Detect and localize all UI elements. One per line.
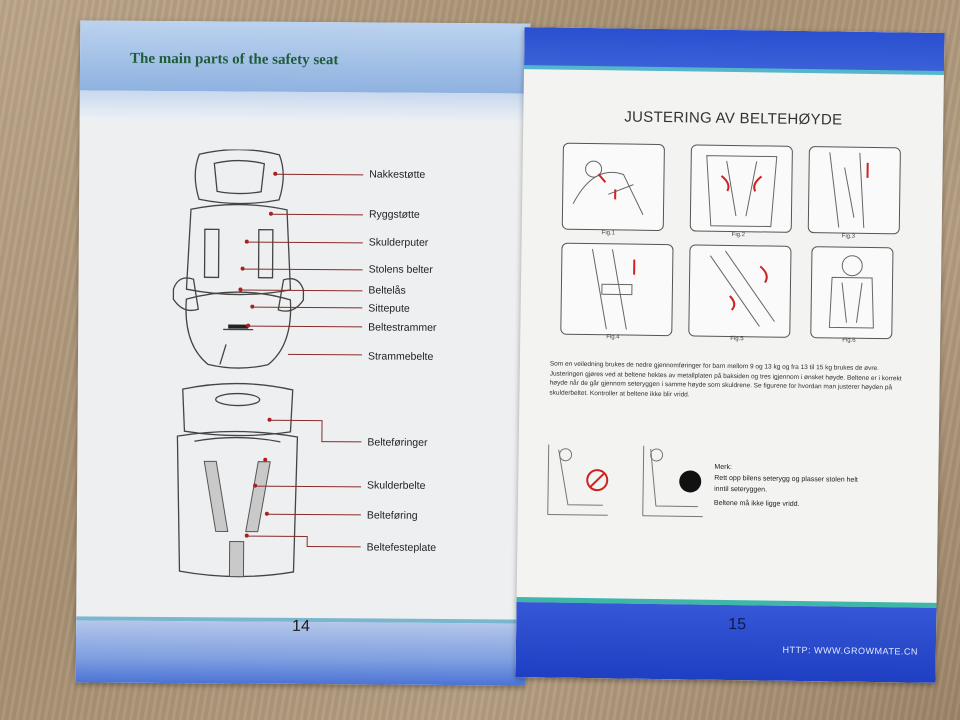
- label-ryggstotte: Ryggstøtte: [368, 208, 420, 221]
- approved-dot-icon: [679, 470, 702, 493]
- leader-line: [306, 546, 361, 548]
- leader-line: [321, 441, 362, 443]
- figure-5-caption: Fig.5: [730, 336, 744, 343]
- label-strammebelte: Strammebelte: [367, 350, 434, 363]
- label-belteforing: Belteføring: [366, 509, 418, 522]
- figure-1: [561, 142, 665, 232]
- left-page-header-title: The main parts of the safety seat: [129, 50, 339, 69]
- label-nakkestotte: Nakkestøtte: [369, 168, 426, 181]
- figure-6: [810, 246, 894, 340]
- leader-line: [321, 420, 323, 443]
- figure-3: [807, 146, 901, 235]
- note-title: Merk:: [714, 463, 732, 472]
- left-page: The main parts of the safety seat: [75, 20, 531, 686]
- note-line-2: inntil seteryggen.: [714, 485, 768, 494]
- seat-side-diagram-correct: [642, 445, 703, 518]
- left-page-number: 14: [292, 617, 310, 636]
- figure-4: [560, 242, 674, 337]
- figure-6-caption: Fig.6: [842, 337, 856, 344]
- seat-side-diagram-wrong: [547, 444, 608, 516]
- right-page: JUSTERING AV BELTEHØYDE Fig.1 Fig.2 Fig.…: [515, 27, 945, 683]
- website-url: HTTP: WWW.GROWMATE.CN: [782, 644, 918, 657]
- figure-1-caption: Fig.1: [601, 230, 616, 237]
- label-skulderputer: Skulderputer: [368, 236, 429, 249]
- figure-5: [688, 244, 792, 338]
- label-sittepute: Sittepute: [368, 302, 410, 315]
- instruction-paragraph: Som en veiledning brukes de nedre gjenno…: [549, 360, 902, 398]
- right-page-title: JUSTERING AV BELTEHØYDE: [624, 108, 843, 129]
- label-beltestrammer: Beltestrammer: [368, 321, 437, 334]
- label-skulderbelte: Skulderbelte: [367, 479, 426, 492]
- figure-2-caption: Fig.2: [731, 232, 746, 239]
- label-beltefesteplate: Beltefesteplate: [366, 541, 437, 554]
- figure-4-caption: Fig.4: [606, 334, 620, 341]
- figure-3-caption: Fig.3: [841, 233, 856, 240]
- seat-front-illustration: [172, 149, 305, 369]
- prohibited-icon: [586, 469, 609, 492]
- label-stolens-belter: Stolens belter: [368, 263, 433, 276]
- right-page-number: 15: [728, 616, 747, 634]
- marker-dot: [263, 457, 268, 462]
- figure-2: [689, 144, 793, 233]
- seat-back-illustration: [176, 382, 299, 578]
- right-page-footer-band: [515, 602, 937, 683]
- label-belteforinger: Belteføringer: [367, 436, 428, 449]
- label-beltelas: Beltelås: [368, 284, 406, 297]
- left-page-header-band: The main parts of the safety seat: [79, 20, 531, 94]
- leader-line: [306, 536, 308, 547]
- note-line-3: Beltene må ikke ligge vridd.: [713, 499, 800, 508]
- left-header-stripe: [79, 90, 530, 124]
